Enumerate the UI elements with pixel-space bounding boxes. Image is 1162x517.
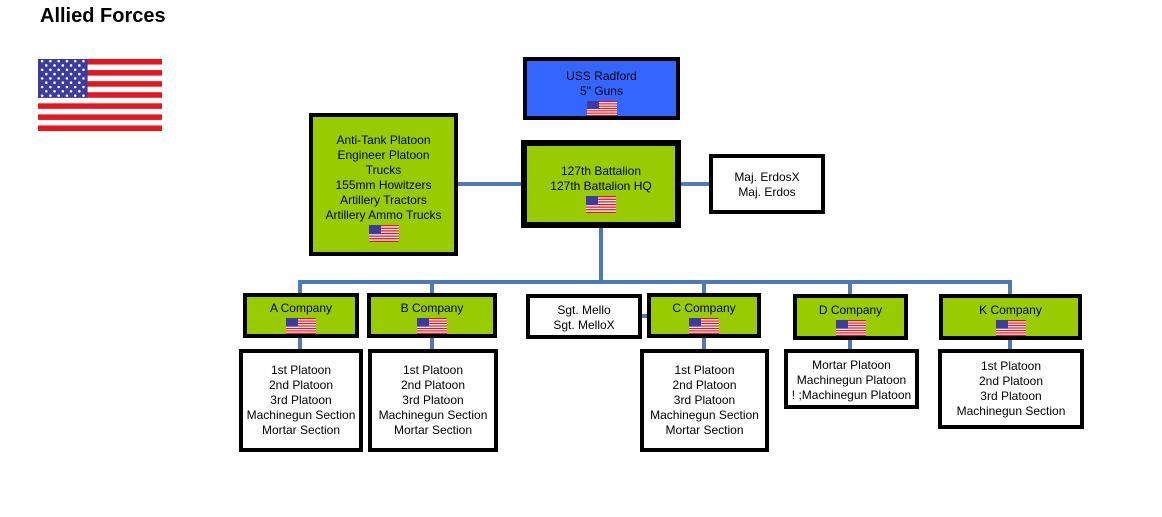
node-label-line: B Company <box>400 301 464 315</box>
node-label-line: Maj. ErdosX <box>734 170 800 184</box>
us-flag-icon <box>417 318 447 334</box>
node-label-line: 155mm Howitzers <box>335 178 432 192</box>
node-label-line: Machinegun Section <box>378 408 488 422</box>
us-flag-icon <box>835 320 866 336</box>
node-label-line: C Company <box>672 301 736 315</box>
node-label-line: 1st Platoon <box>674 363 735 377</box>
node-label-line: Machinegun Section <box>246 408 356 422</box>
node-label-line: Anti-Tank Platoon <box>336 133 431 147</box>
us-flag-icon <box>586 196 616 213</box>
node-label-line: Maj. Erdos <box>738 185 796 199</box>
node-label-line: 1st Platoon <box>270 363 332 377</box>
us-flag-icon <box>38 59 162 131</box>
node-label-line: Mortar Section <box>665 423 744 437</box>
node-label-line: A Company <box>269 301 333 315</box>
node-label-line: K Company <box>979 303 1042 317</box>
node-label-line: Mortar Section <box>393 423 473 437</box>
node-label-line: Artillery Tractors <box>340 193 427 207</box>
c-company-node: C Company <box>647 293 761 338</box>
node-label-line: Machinegun Platoon <box>796 373 907 387</box>
d-company-node: D Company <box>793 294 908 340</box>
node-label-line: 1st Platoon <box>402 363 464 377</box>
node-label-line: 2nd Platoon <box>978 374 1044 388</box>
node-label-line: Trucks <box>365 163 402 177</box>
us-flag-icon <box>286 318 316 334</box>
us-flag-icon <box>689 318 719 334</box>
us-flag-icon <box>586 101 617 116</box>
node-label-line: 3rd Platoon <box>270 393 332 407</box>
us-flag-icon <box>995 320 1026 336</box>
node-label-line: D Company <box>818 303 883 317</box>
a-company-node: A Company <box>243 293 359 338</box>
node-label-line: USS Radford <box>566 69 637 83</box>
node-label-line: 1st Platoon <box>980 359 1042 373</box>
page-title: Allied Forces <box>40 5 166 27</box>
node-label-line: 5" Guns <box>580 84 623 98</box>
node-label-line: 3rd Platoon <box>673 393 736 407</box>
node-label-line: Mortar Section <box>261 423 341 437</box>
node-label-line: 2nd Platoon <box>672 378 737 392</box>
node-label-line: 3rd Platoon <box>980 389 1042 403</box>
node-label-line: Artillery Ammo Trucks <box>325 208 442 222</box>
k-company-node: K Company <box>939 294 1082 340</box>
node-label-line: 2nd Platoon <box>268 378 334 392</box>
node-label-line: 127th Battalion HQ <box>550 179 652 193</box>
node-label-line: Machinegun Section <box>650 408 759 422</box>
node-label-line: 3rd Platoon <box>402 393 464 407</box>
node-label-line: Engineer Platoon <box>337 148 430 162</box>
b-company-node: B Company <box>367 293 497 338</box>
node-label-line: 2nd Platoon <box>400 378 466 392</box>
node-label-line: Sgt. MelloX <box>553 318 615 332</box>
node-label-line: 127th Battalion <box>560 164 642 178</box>
node-label-line: Sgt. Mello <box>557 303 611 317</box>
node-label-line: Machinegun Section <box>956 404 1066 418</box>
us-flag-icon <box>368 225 399 242</box>
node-label-line: Mortar Platoon <box>812 358 891 372</box>
node-label-line: ! ;Machinegun Platoon <box>791 388 912 402</box>
